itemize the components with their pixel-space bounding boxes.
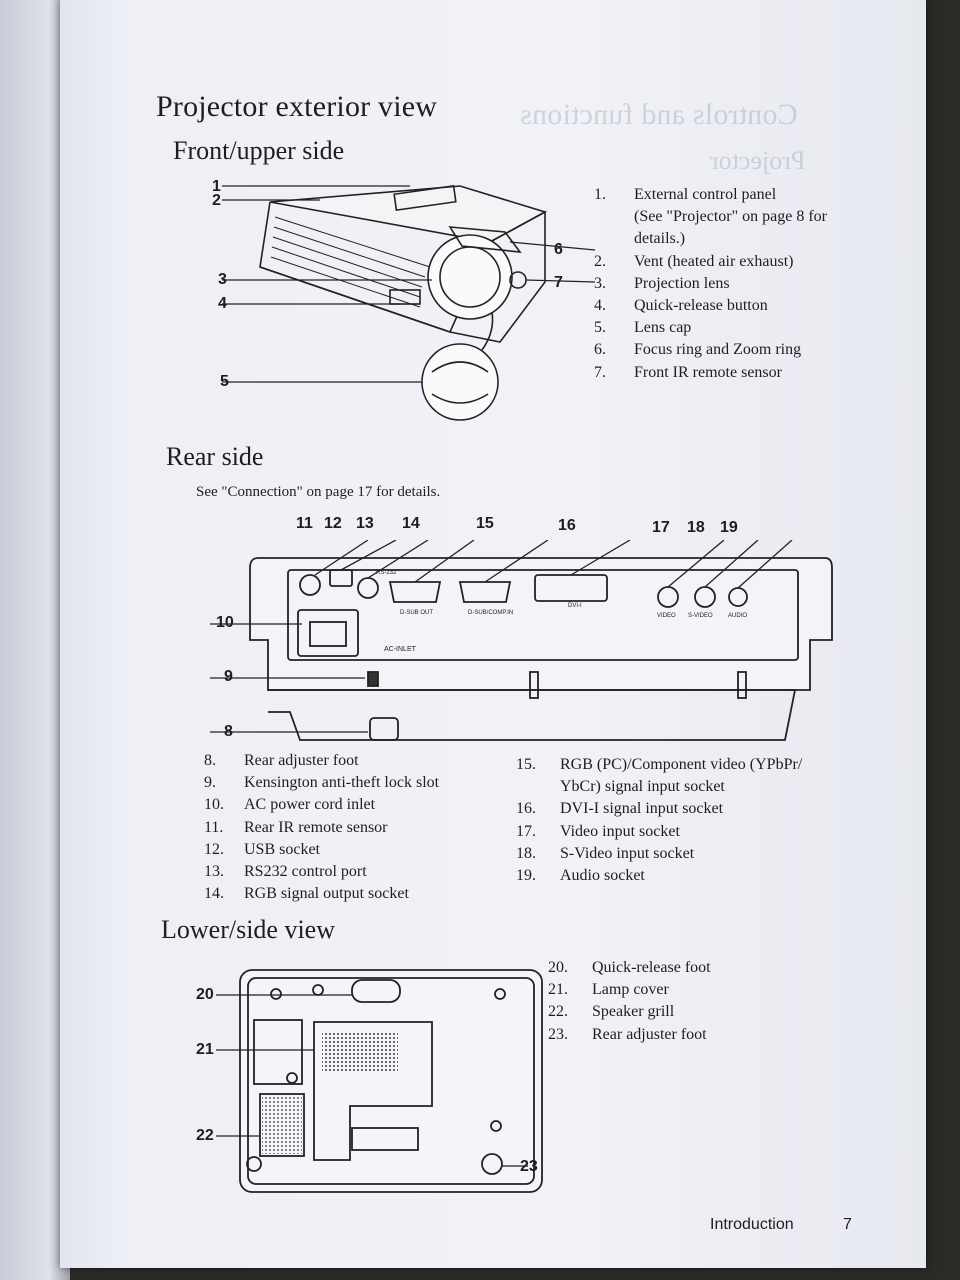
- rear-parts-list-left: 8.Rear adjuster foot 9.Kensington anti-t…: [204, 750, 504, 905]
- footer-section: Introduction: [710, 1216, 794, 1233]
- rear-projector-illustration: [210, 540, 833, 741]
- rear-heading: Rear side: [166, 442, 264, 471]
- callout-18: 18: [687, 519, 705, 536]
- manual-page: Controls and functions Projector Project…: [60, 0, 926, 1268]
- list-item: 13.RS232 control port: [204, 863, 367, 881]
- list-item: YbCr) signal input socket: [560, 778, 725, 796]
- bleed-through-heading: Controls and functions: [520, 98, 798, 131]
- list-item: 9.Kensington anti-theft lock slot: [204, 774, 440, 792]
- lower-parts-list: 20.Quick-release foot 21.Lamp cover 22.S…: [548, 957, 808, 1046]
- list-item: 15.RGB (PC)/Component video (YPbPr/: [516, 756, 803, 773]
- callout-10: 10: [216, 614, 234, 631]
- list-item: 5.Lens cap: [594, 319, 692, 337]
- front-projector-illustration: [222, 184, 596, 421]
- list-item: 17.Video input socket: [516, 822, 680, 840]
- list-item: 1.External control panel: [594, 186, 777, 203]
- callout-8: 8: [224, 723, 233, 740]
- front-heading: Front/upper side: [173, 136, 345, 165]
- bleed-through-subheading: Projector: [710, 146, 806, 175]
- callout-19: 19: [720, 519, 738, 536]
- callout-3: 3: [218, 271, 227, 288]
- callout-20: 20: [196, 986, 214, 1003]
- list-item: 19.Audio socket: [516, 867, 645, 885]
- list-item: 3.Projection lens: [594, 274, 730, 292]
- lower-heading: Lower/side view: [161, 915, 336, 944]
- port-label-svideo: S-VIDEO: [688, 613, 713, 619]
- callout-15: 15: [476, 515, 494, 532]
- callout-4: 4: [218, 295, 227, 312]
- previous-page-edge: [0, 0, 70, 1280]
- callout-5: 5: [220, 373, 229, 390]
- port-label-dsub-out: D-SUB OUT: [400, 610, 433, 616]
- list-item: 7.Front IR remote sensor: [594, 363, 782, 381]
- callout-21: 21: [196, 1041, 214, 1058]
- rear-parts-list-right: 15.RGB (PC)/Component video (YPbPr/ YbCr…: [516, 754, 846, 887]
- callout-17: 17: [652, 519, 670, 536]
- list-item: 8.Rear adjuster foot: [204, 752, 359, 769]
- callout-11: 11: [296, 515, 313, 532]
- list-item: (See "Projector" on page 8 for: [634, 208, 827, 226]
- callout-1: 1: [212, 178, 221, 195]
- callout-16: 16: [558, 517, 576, 534]
- list-item: 16.DVI-I signal input socket: [516, 800, 724, 818]
- port-label-dsub-comp-in: D-SUB/COMP.IN: [468, 610, 514, 616]
- list-item: 23.Rear adjuster foot: [548, 1025, 707, 1043]
- port-label-video: VIDEO: [657, 613, 676, 619]
- list-item: 4.Quick-release button: [594, 297, 768, 315]
- list-item: 22.Speaker grill: [548, 1003, 675, 1021]
- list-item: 11.Rear IR remote sensor: [204, 818, 388, 836]
- rear-note: See "Connection" on page 17 for details.: [196, 484, 441, 500]
- list-item: 14.RGB signal output socket: [204, 885, 409, 903]
- list-item: 20.Quick-release foot: [548, 959, 711, 976]
- page-number: 7: [843, 1216, 852, 1233]
- port-label-ac-inlet: AC-INLET: [384, 646, 416, 653]
- port-label-dvi: DVI-I: [568, 603, 582, 609]
- callout-6: 6: [554, 241, 563, 258]
- callout-9: 9: [224, 668, 233, 685]
- list-item: 18.S-Video input socket: [516, 844, 695, 862]
- page-title: Projector exterior view: [156, 90, 438, 123]
- list-item: 12.USB socket: [204, 840, 320, 858]
- callout-22: 22: [196, 1127, 214, 1144]
- list-item: 10.AC power cord inlet: [204, 796, 376, 814]
- callout-13: 13: [356, 515, 374, 532]
- list-item: details.): [634, 230, 686, 248]
- callout-2: 2: [212, 192, 221, 209]
- front-parts-list: 1.External control panel (See "Projector…: [594, 184, 894, 384]
- port-label-audio: AUDIO: [728, 613, 748, 619]
- list-item: 2.Vent (heated air exhaust): [594, 252, 794, 270]
- callout-7: 7: [554, 274, 563, 291]
- port-label-rs232: RS-232: [376, 570, 397, 576]
- list-item: 6.Focus ring and Zoom ring: [594, 341, 802, 359]
- lower-projector-illustration: [216, 969, 543, 1193]
- callout-23: 23: [520, 1158, 538, 1175]
- list-item: 21.Lamp cover: [548, 981, 669, 999]
- callout-12: 12: [324, 515, 342, 532]
- callout-14: 14: [402, 515, 420, 532]
